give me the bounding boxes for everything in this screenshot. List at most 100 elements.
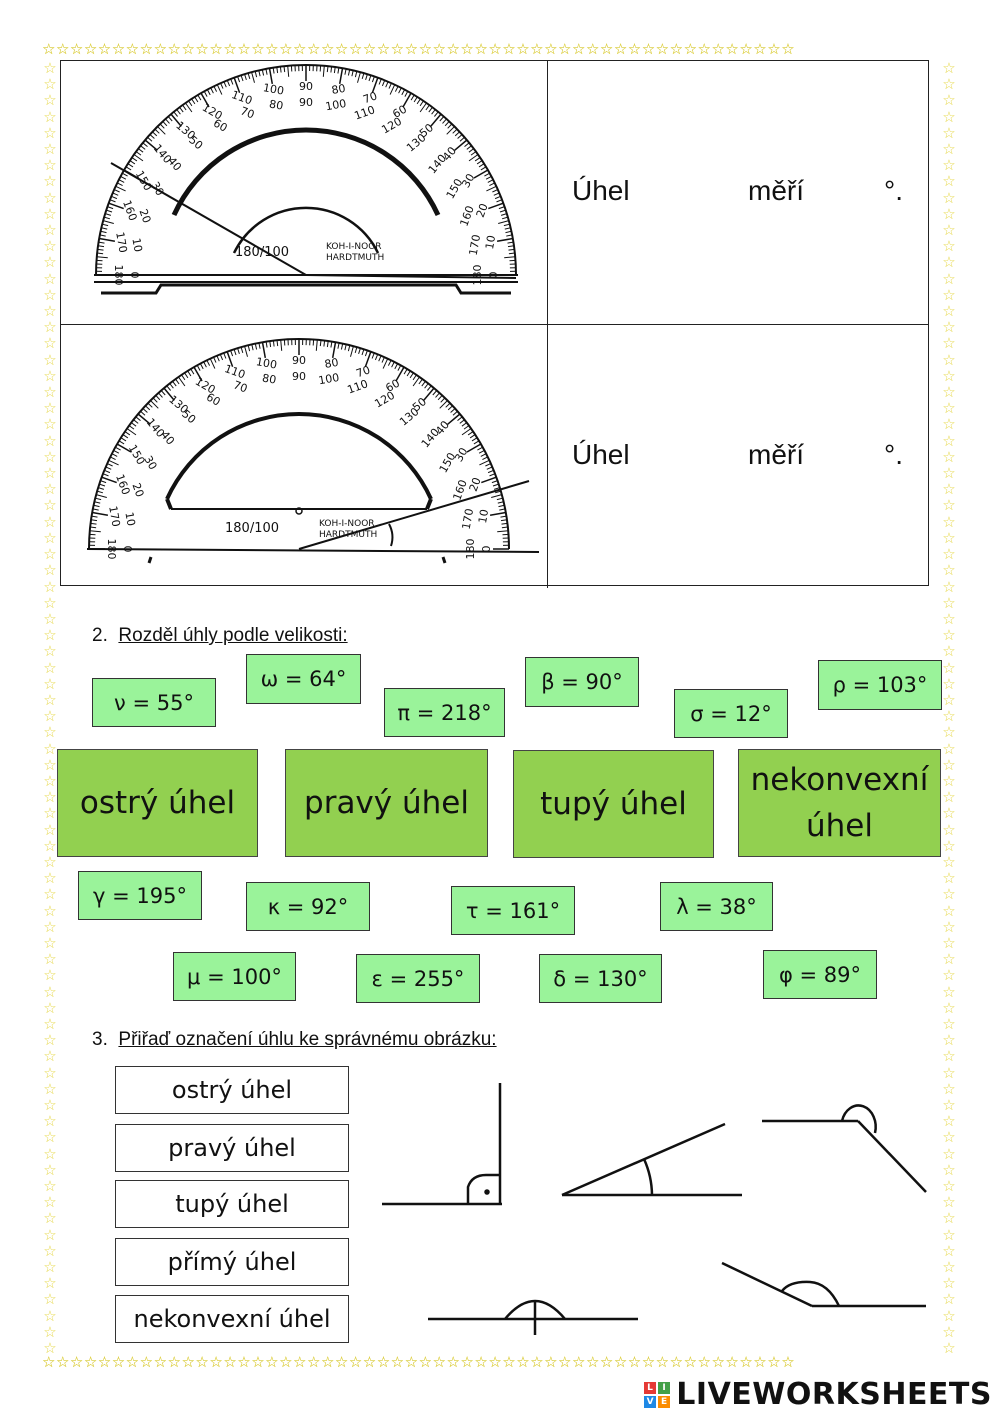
scale-number: 170 <box>467 234 483 257</box>
tick-mark <box>144 139 158 151</box>
tick-mark <box>158 392 163 398</box>
scale-number: 60 <box>211 116 230 134</box>
tick-mark <box>504 256 516 259</box>
angle-tag-phi[interactable]: φ = 89° <box>763 950 877 999</box>
tick-mark <box>251 344 254 351</box>
angle-tag-sigma[interactable]: σ = 12° <box>674 689 788 738</box>
label-right[interactable]: pravý úhel <box>115 1124 349 1172</box>
label-reflex[interactable]: nekonvexní úhel <box>115 1295 349 1343</box>
figure-reflex-angle[interactable] <box>721 1261 926 1308</box>
tick-mark <box>110 456 116 461</box>
category-reflex[interactable]: nekonvexní úhel <box>738 749 941 857</box>
tick-mark <box>247 345 251 352</box>
tick-mark <box>118 440 125 445</box>
tick-mark <box>244 74 247 81</box>
tick-mark <box>427 385 432 391</box>
tick-mark <box>97 245 105 248</box>
label-obtuse[interactable]: tupý úhel <box>115 1180 349 1228</box>
tick-mark <box>167 116 173 122</box>
answer-cell-2: Úhel měří °. <box>548 325 928 588</box>
scale-number: 80 <box>261 371 277 386</box>
tick-mark <box>503 223 510 227</box>
tick-mark <box>409 372 414 379</box>
tick-mark <box>187 370 192 377</box>
label-straight[interactable]: přímý úhel <box>115 1238 349 1286</box>
tick-mark <box>340 343 344 350</box>
tick-mark <box>500 515 507 518</box>
tick-mark <box>165 118 170 124</box>
tick-mark <box>354 346 358 354</box>
scale-number: 70 <box>232 378 250 395</box>
tick-mark <box>96 490 104 494</box>
tick-mark <box>500 213 507 216</box>
scale-number: 170 <box>113 231 129 254</box>
tick-mark <box>98 241 105 244</box>
tick-mark <box>188 100 193 107</box>
angle-tag-rho[interactable]: ρ = 103° <box>818 660 942 710</box>
tick-mark <box>106 209 113 213</box>
tick-mark <box>258 342 261 349</box>
angle-tag-kappa[interactable]: κ = 92° <box>246 882 370 931</box>
scale-number: 10 <box>483 234 498 250</box>
tick-mark <box>117 182 123 187</box>
tick-mark <box>463 425 470 430</box>
tick-mark <box>499 508 506 511</box>
tick-mark <box>412 374 417 381</box>
angle-tag-beta[interactable]: β = 90° <box>525 657 639 707</box>
angle-tag-pi[interactable]: π = 218° <box>384 688 505 737</box>
tick-mark <box>145 405 151 411</box>
tick-mark <box>111 195 118 200</box>
tick-mark <box>240 346 244 354</box>
tick-mark <box>326 66 329 73</box>
tick-mark <box>287 65 290 77</box>
tick-mark <box>219 354 224 361</box>
tick-mark <box>496 199 503 203</box>
tick-mark <box>439 400 448 409</box>
tick-mark <box>361 72 365 80</box>
star-border-top: ☆☆☆☆☆☆☆☆☆☆☆☆☆☆☆☆☆☆☆☆☆☆☆☆☆☆☆☆☆☆☆☆☆☆☆☆☆☆☆☆… <box>42 40 796 58</box>
angle-tag-delta[interactable]: δ = 130° <box>539 954 662 1003</box>
tick-mark <box>435 392 440 398</box>
angle-tag-gamma[interactable]: γ = 195° <box>78 871 202 920</box>
tick-mark <box>501 522 508 525</box>
tick-mark <box>206 360 211 366</box>
tick-mark <box>459 136 465 142</box>
angle-tag-tau[interactable]: τ = 161° <box>451 886 575 935</box>
angle-tag-lambda[interactable]: λ = 38° <box>660 882 773 931</box>
tick-mark <box>440 397 446 403</box>
logo-mark-icon: L I V E <box>644 1381 671 1408</box>
category-acute[interactable]: ostrý úhel <box>57 749 258 857</box>
tick-mark <box>457 134 463 139</box>
tick-mark <box>423 387 435 401</box>
tick-mark <box>261 69 265 76</box>
scale-number: 170 <box>106 505 122 528</box>
angle-tag-epsilon[interactable]: ε = 255° <box>356 954 480 1003</box>
label-acute[interactable]: ostrý úhel <box>115 1066 349 1114</box>
tick-mark <box>388 82 392 89</box>
liveworksheets-logo[interactable]: L I V E LIVEWORKSHEETS <box>644 1377 992 1412</box>
figure-obtuse-angle[interactable] <box>762 1104 927 1193</box>
figure-right-angle[interactable] <box>382 1083 502 1206</box>
tick-mark <box>489 511 506 517</box>
tick-mark <box>108 202 124 210</box>
figure-straight-angle[interactable] <box>428 1299 638 1335</box>
angle-tag-omega[interactable]: ω = 64° <box>246 654 361 704</box>
tick-mark <box>220 82 224 89</box>
tick-mark <box>466 145 472 150</box>
angle-tag-nu[interactable]: ν = 55° <box>92 678 216 727</box>
tick-mark <box>131 157 138 162</box>
tick-mark <box>233 349 237 356</box>
category-obtuse[interactable]: tupý úhel <box>513 750 714 858</box>
tick-mark <box>99 483 106 487</box>
tick-mark <box>442 118 447 124</box>
tick-mark <box>387 360 392 366</box>
figure-acute-angle[interactable] <box>561 1122 742 1197</box>
category-right[interactable]: pravý úhel <box>285 749 488 857</box>
tick-mark <box>193 366 203 382</box>
scale-number: 20 <box>136 207 153 225</box>
scale-number: 160 <box>120 198 139 222</box>
tick-mark <box>92 508 99 511</box>
tick-mark <box>120 175 127 180</box>
angle-tag-mu[interactable]: μ = 100° <box>173 952 296 1001</box>
